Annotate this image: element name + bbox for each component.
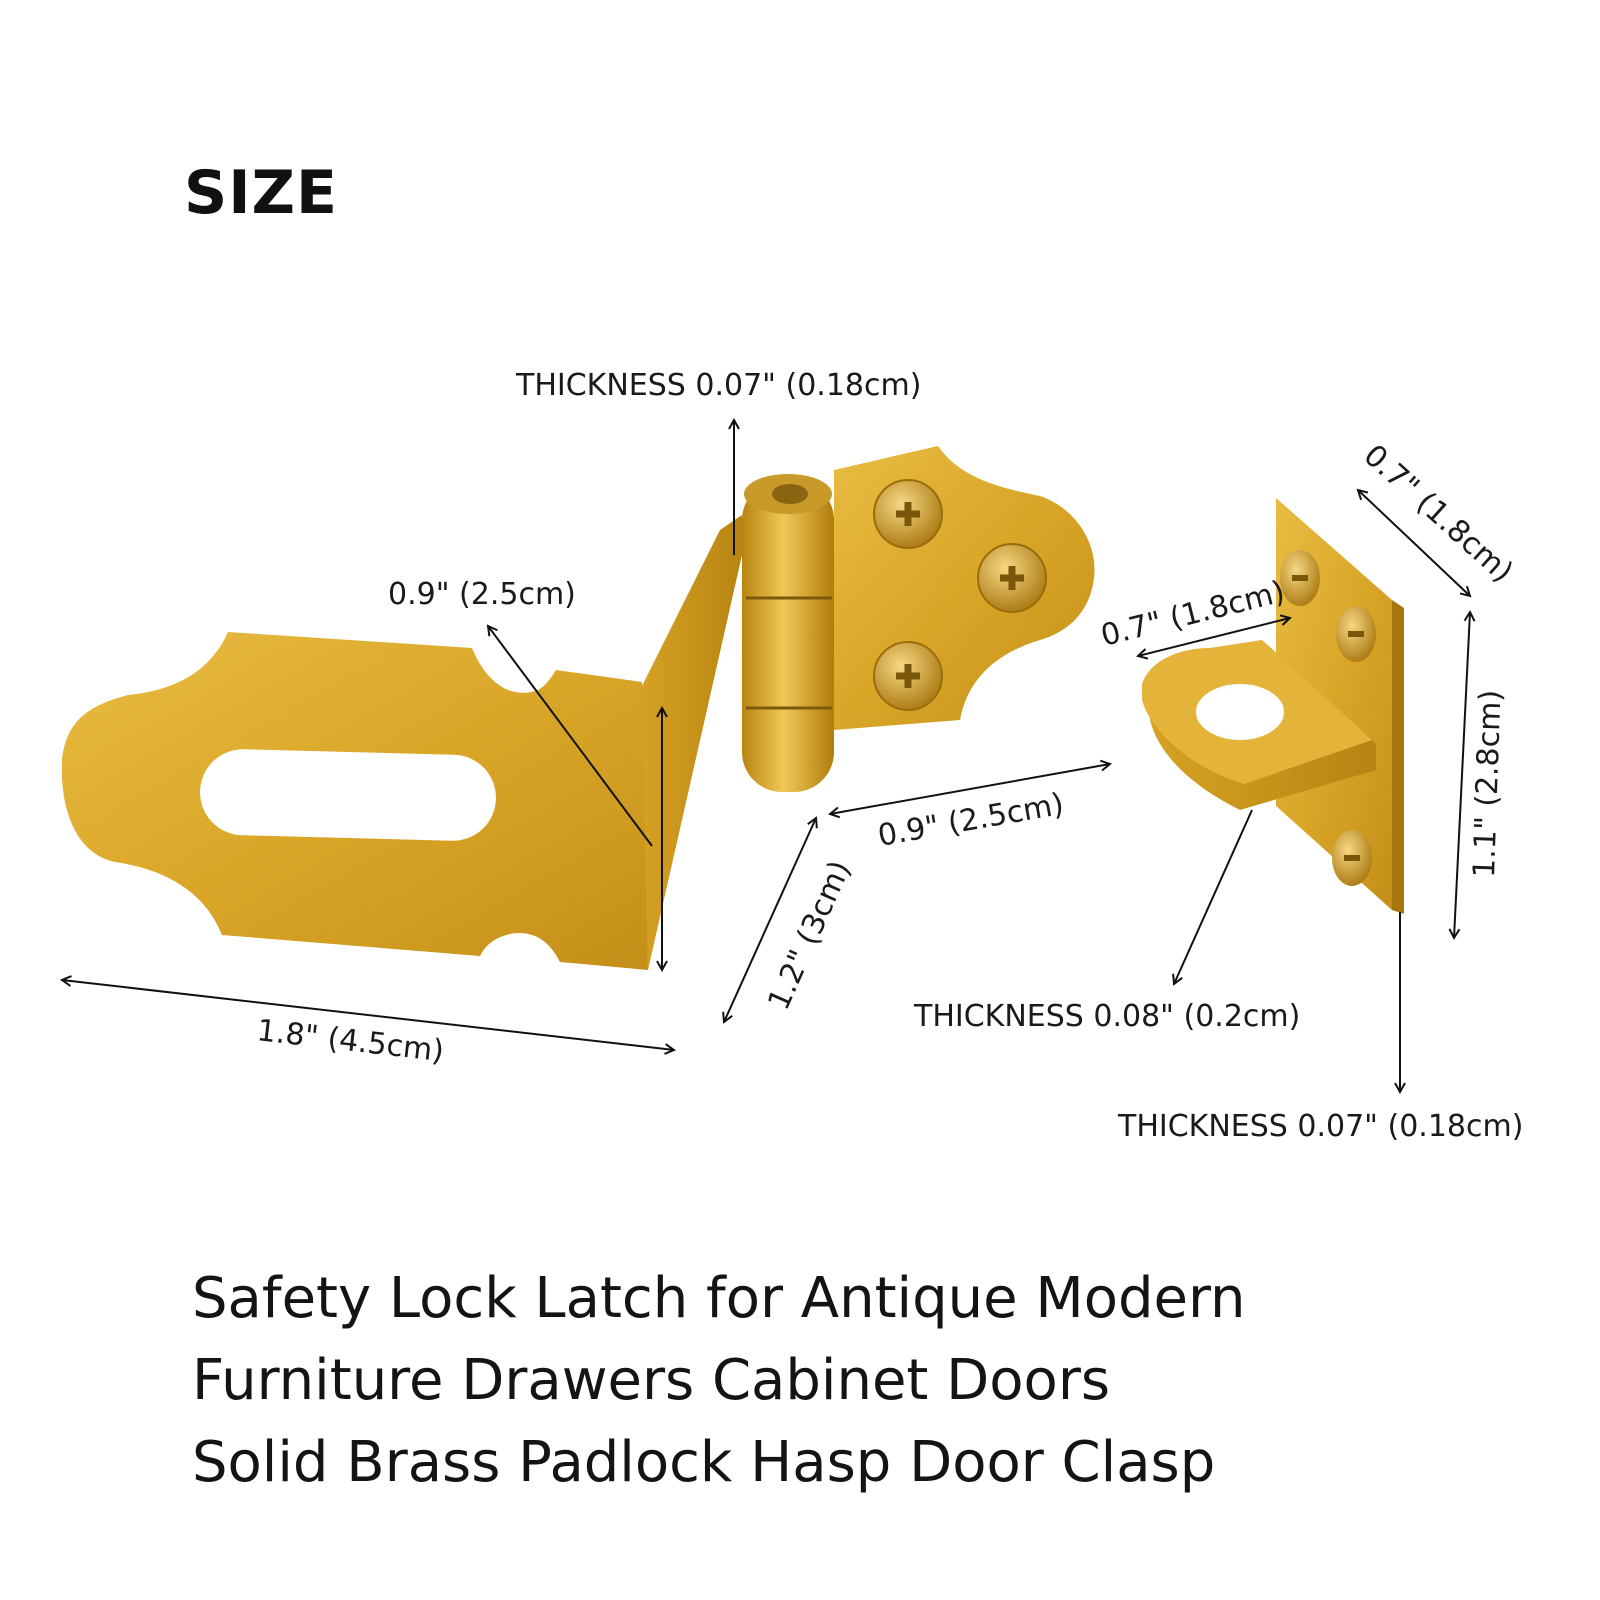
- dim-line-hasp-length: [62, 980, 674, 1050]
- dim-line-hinge-leaf: [830, 764, 1110, 814]
- staple-back-plate-edge: [1392, 600, 1404, 914]
- caption-line-2: Furniture Drawers Cabinet Doors: [192, 1348, 1111, 1413]
- product-caption: Safety Lock Latch for Antique Modern Fur…: [192, 1258, 1246, 1504]
- label-hinge-leaf: 0.9" (2.5cm): [875, 787, 1066, 854]
- hasp-illustration: [61, 446, 1095, 970]
- screw-2: [977, 543, 1047, 613]
- label-staple-height: 1.1" (2.8cm): [1467, 689, 1509, 878]
- dim-line-hasp-notch: [488, 626, 653, 847]
- staple-hole: [1196, 684, 1284, 740]
- dim-line-staple-top: [1358, 490, 1470, 596]
- hasp-leaf-side: [640, 515, 742, 970]
- dim-line-staple-thickness: [1174, 809, 1253, 984]
- staple-screw-2: [1336, 606, 1376, 662]
- dim-line-staple-loop: [1138, 618, 1290, 656]
- label-hasp-notch: 0.9" (2.5cm): [388, 577, 576, 612]
- size-heading: SIZE: [184, 158, 339, 228]
- caption-line-3: Solid Brass Padlock Hasp Door Clasp: [192, 1430, 1216, 1495]
- screw-1: [873, 479, 943, 549]
- label-thickness-staple-plate: THICKNESS 0.07" (0.18cm): [1117, 1109, 1523, 1144]
- label-thickness-hasp: THICKNESS 0.07" (0.18cm): [515, 368, 921, 403]
- hinge-knuckle: [742, 480, 834, 792]
- staple-illustration: [1142, 498, 1404, 914]
- hasp-slot: [200, 749, 496, 841]
- hinge-leaf: [834, 446, 1095, 730]
- label-hasp-height: 1.2" (3cm): [761, 856, 858, 1016]
- staple-screw-1: [1280, 550, 1320, 606]
- dimension-lines: [62, 420, 1470, 1092]
- knuckle-pin: [772, 484, 808, 504]
- dim-line-hinge-depth: [724, 818, 816, 1022]
- screw-3: [873, 641, 943, 711]
- label-thickness-staple: THICKNESS 0.08" (0.2cm): [913, 999, 1300, 1034]
- staple-screw-3: [1332, 830, 1372, 886]
- dim-line-staple-height: [1454, 612, 1470, 938]
- caption-line-1: Safety Lock Latch for Antique Modern: [192, 1266, 1246, 1331]
